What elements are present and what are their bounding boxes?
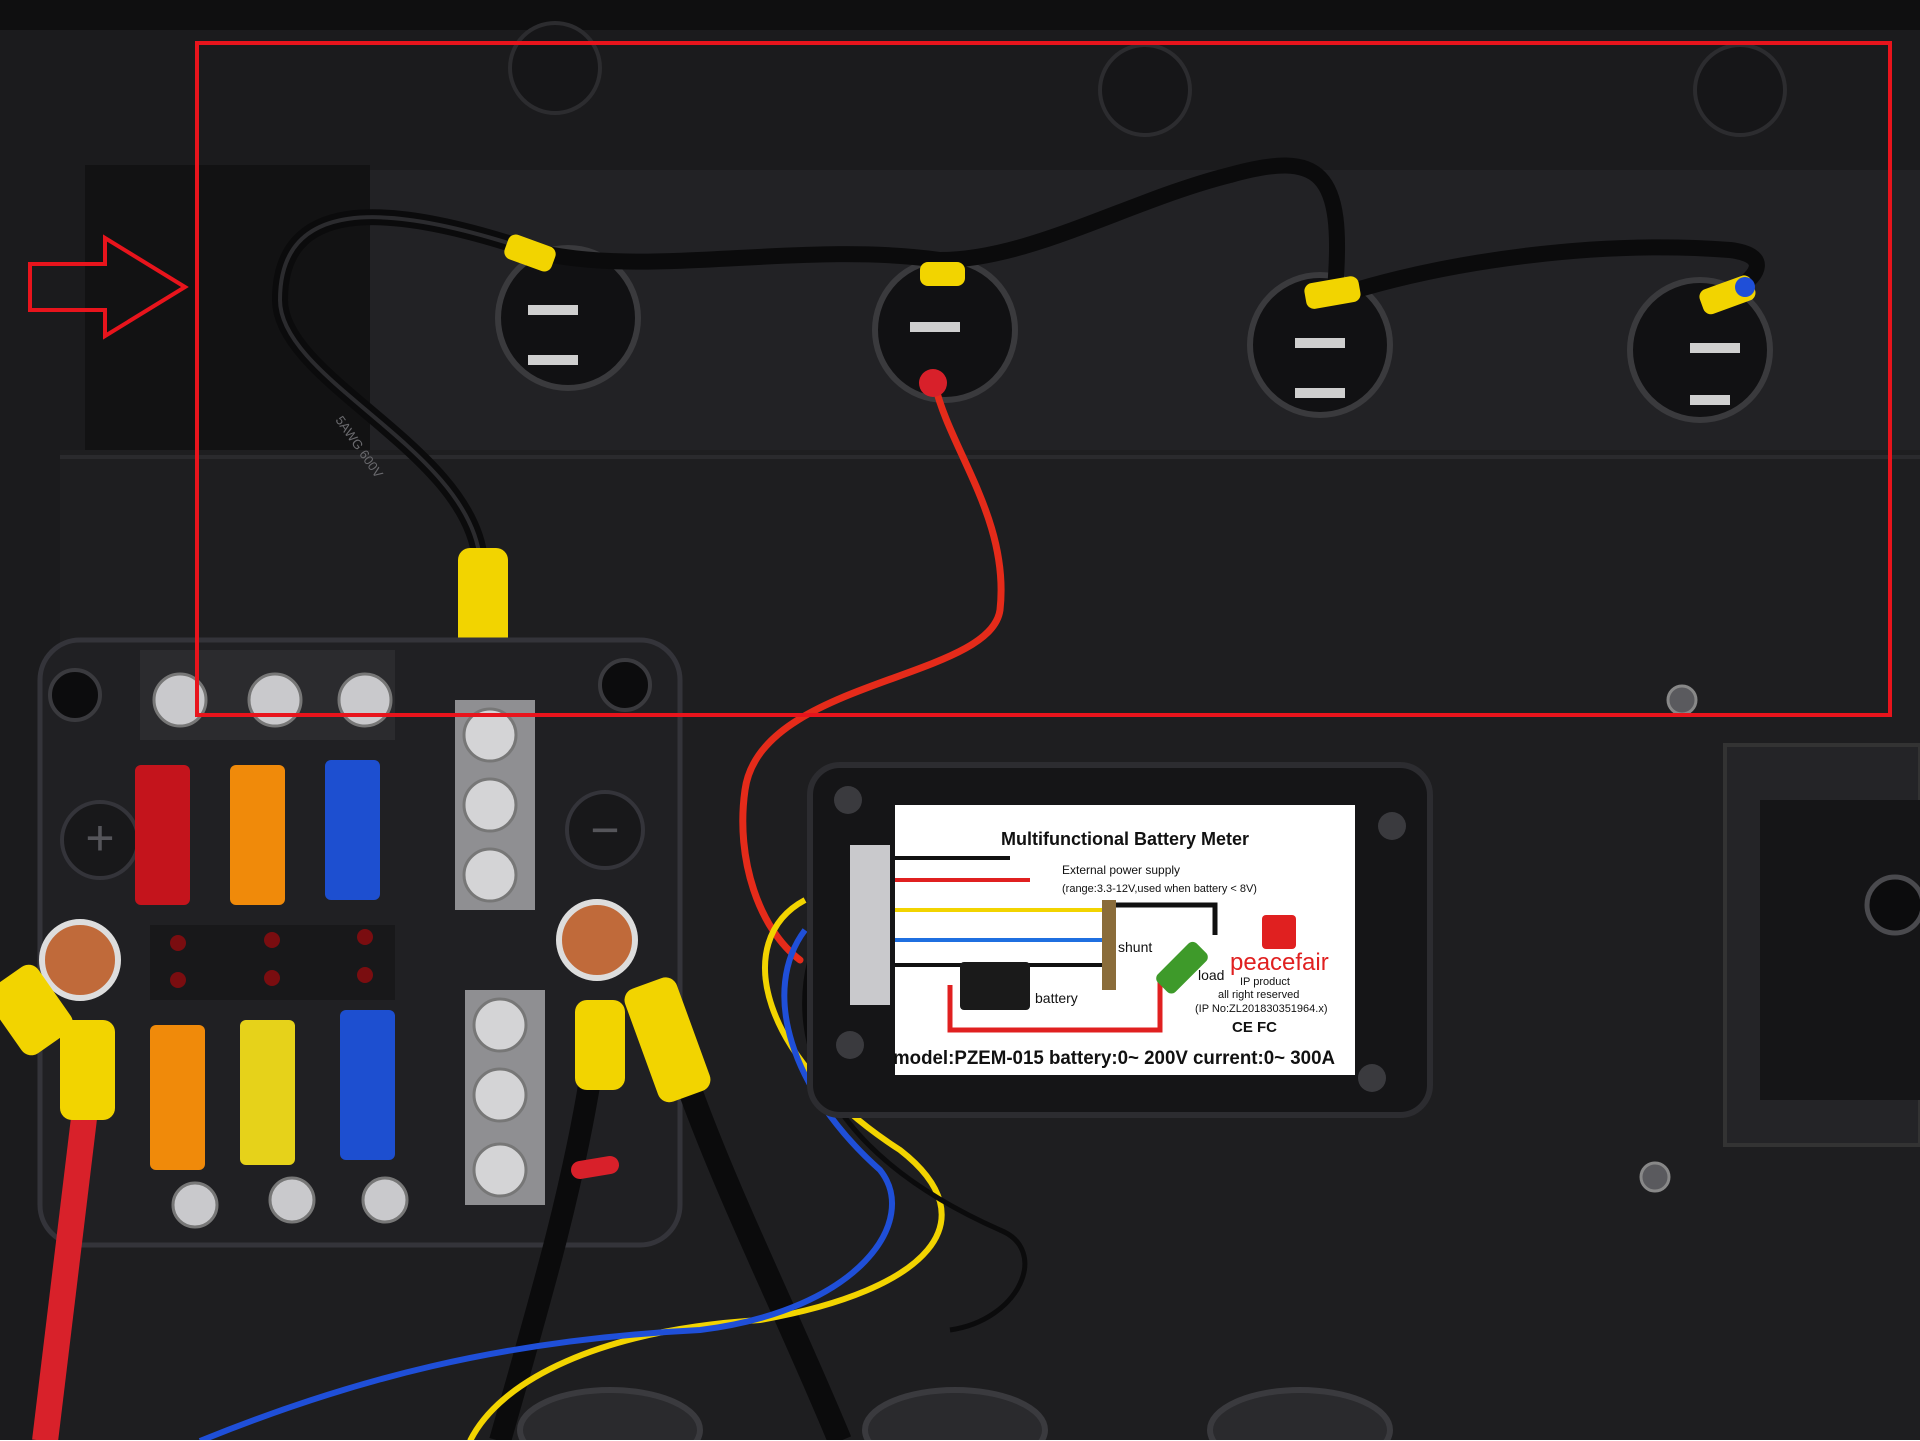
panel-hole [1693, 43, 1787, 137]
panel-nut [1639, 1161, 1671, 1193]
fuse-yellow [240, 1020, 295, 1165]
bottom-socket [862, 1387, 1048, 1441]
panel-hole [1098, 43, 1192, 137]
bottom-socket [517, 1387, 703, 1441]
yellow-signal-wire [467, 897, 945, 1441]
fuse-blue [325, 760, 380, 900]
power-stud-negative [556, 899, 638, 981]
yellow-crimp [504, 234, 556, 272]
fuse-block-minus-symbol: − [590, 802, 619, 858]
yellow-lug-sleeve [624, 977, 711, 1103]
yellow-lug-sleeve [0, 964, 73, 1056]
meter-terminal-strip [850, 845, 890, 1005]
meter-battery-graphic [960, 962, 1030, 1010]
fuse-orange [150, 1025, 205, 1170]
meter-ip-product: IP product [1240, 976, 1290, 988]
fuse-red [135, 765, 190, 905]
meter-load-label: load [1198, 967, 1224, 983]
red-power-cable [32, 1108, 98, 1441]
meter-rights: all right reserved [1218, 989, 1299, 1001]
yellow-crimp [920, 262, 965, 286]
panel-edge-line [60, 455, 1920, 459]
meter-ext-supply: External power supply [1062, 863, 1180, 877]
meter-cert: CE FC [1232, 1019, 1277, 1036]
black-power-cable [678, 1085, 852, 1441]
right-arrow [28, 234, 189, 340]
meter-ip-no: (IP No:ZL201830351964.x) [1195, 1003, 1328, 1015]
rocker-switch-4 [1627, 277, 1773, 423]
black-cable-chain-highlight [277, 215, 531, 561]
yellow-lug-sleeve [575, 1000, 625, 1090]
meter-brand: peacefair [1230, 949, 1329, 976]
meter-shunt-graphic [1102, 900, 1116, 990]
fuse-block-plus-symbol: + [85, 810, 114, 866]
side-module-inner [1760, 800, 1920, 1100]
meter-battery-label: battery [1035, 990, 1078, 1006]
yellow-lug-sleeve [60, 1020, 115, 1120]
meter-shunt-label: shunt [1118, 939, 1152, 955]
battery-meter: Multifunctional Battery Meter External p… [807, 762, 1433, 1118]
panel-hole [508, 21, 602, 115]
fuse-block: + − [37, 637, 683, 1248]
yellow-crimp [1304, 276, 1361, 309]
peacefair-logo-mark [1262, 915, 1296, 949]
blue-signal-wire [198, 928, 895, 1441]
fuse-orange [230, 765, 285, 905]
meter-model-line: model:PZEM-015 battery:0~ 200V current:0… [893, 1048, 1335, 1069]
meter-ext-range: (range:3.3-12V,used when battery < 8V) [1062, 883, 1257, 895]
side-module-socket [1864, 874, 1920, 936]
meter-title: Multifunctional Battery Meter [1001, 829, 1249, 849]
rocker-switch-1 [495, 245, 641, 391]
panel-recess [85, 165, 370, 455]
meter-load-graphic [1156, 941, 1208, 994]
red-ring-terminal-wire [571, 1156, 619, 1179]
bottom-socket [1207, 1387, 1393, 1441]
rocker-switch-3 [1247, 272, 1393, 418]
red-connector [919, 369, 947, 397]
blue-connector [1735, 277, 1755, 297]
fuse-blue [340, 1010, 395, 1160]
panel-nut [1666, 684, 1698, 716]
power-stud-positive [39, 919, 121, 1001]
red-wire [739, 381, 1005, 964]
highlight-rectangle [195, 41, 1892, 717]
